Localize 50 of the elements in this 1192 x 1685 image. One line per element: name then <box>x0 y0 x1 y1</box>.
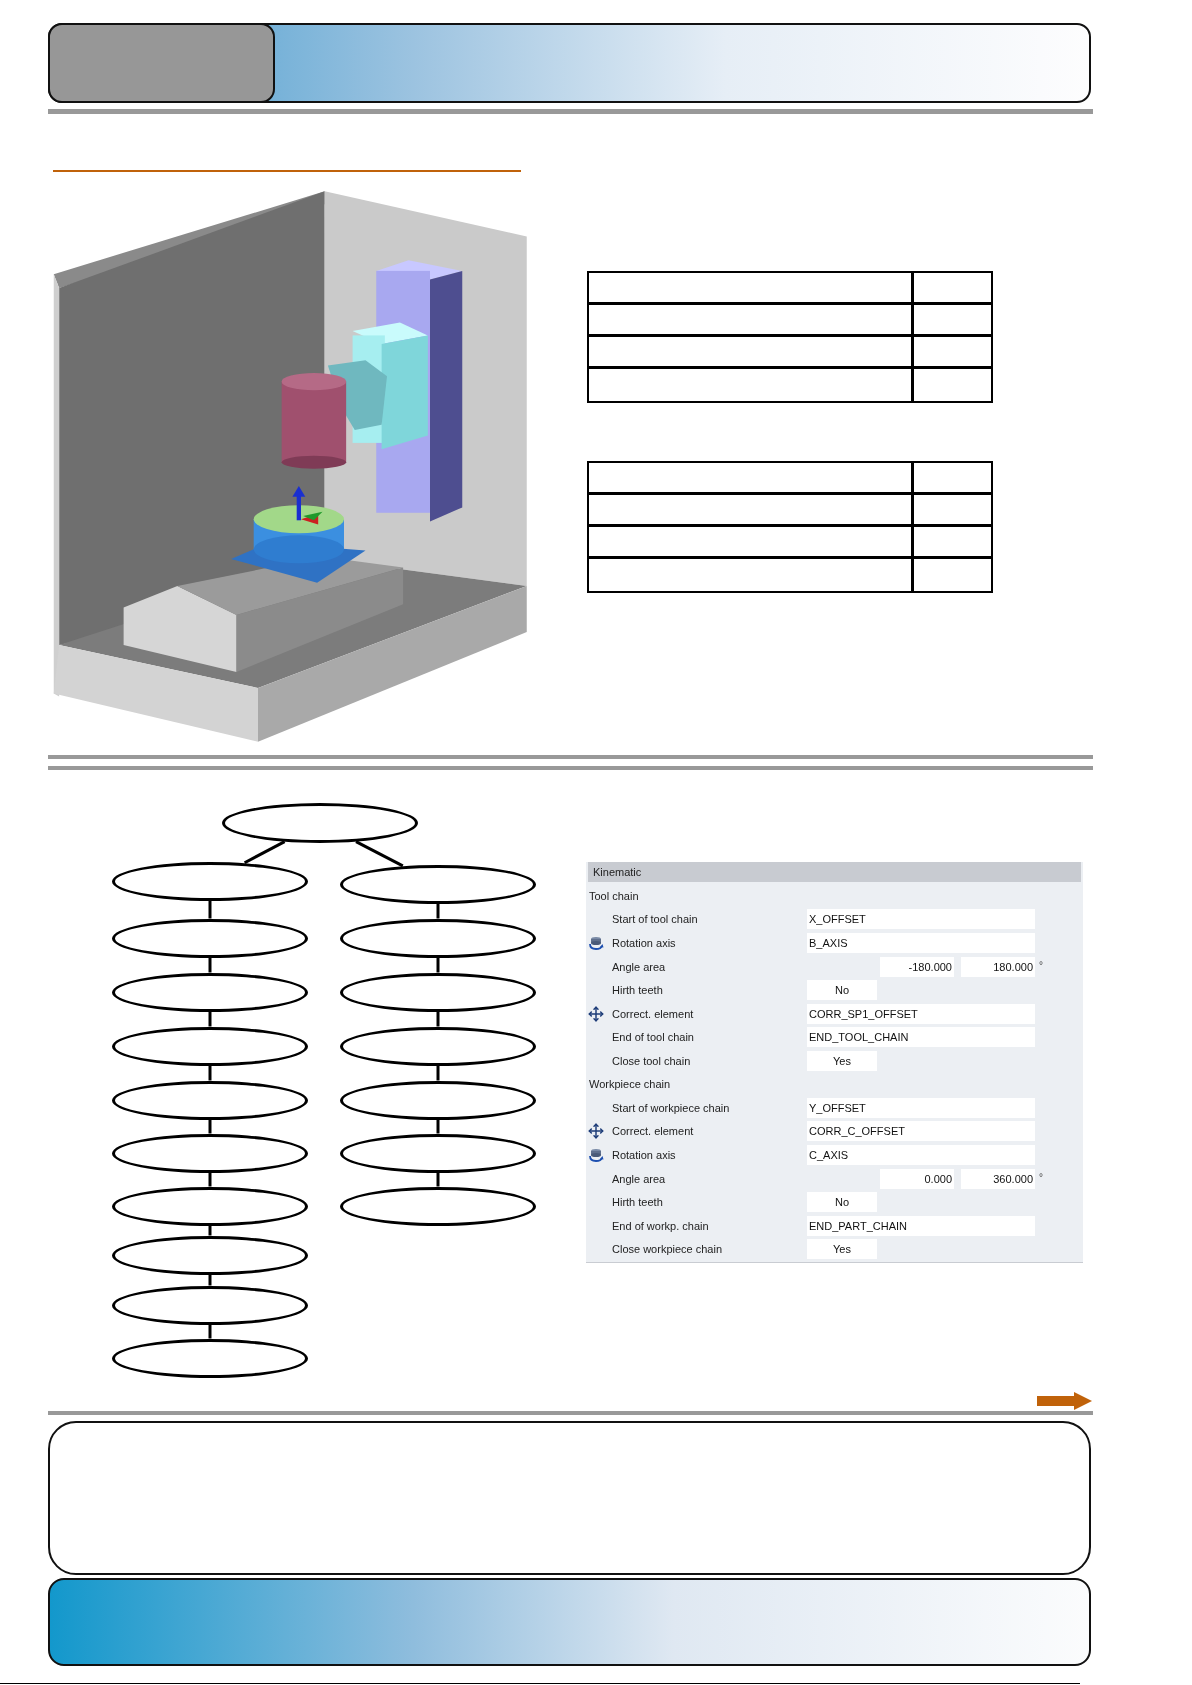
unit-label: ° <box>1039 959 1043 973</box>
connector-line <box>208 900 212 919</box>
field-label: Start of workpiece chain <box>612 1101 730 1115</box>
connector-line <box>208 1274 212 1286</box>
field-label: Correct. element <box>612 1124 694 1138</box>
field-label: Start of tool chain <box>612 912 698 926</box>
value-field: Y_OFFSET <box>807 1098 1035 1118</box>
connector-line <box>436 957 440 973</box>
field-label: Angle area <box>612 1172 666 1186</box>
value-field: C_AXIS <box>807 1145 1035 1165</box>
value-field: No <box>807 1192 877 1212</box>
connector-line <box>436 1065 440 1081</box>
field-label: End of workp. chain <box>612 1219 709 1233</box>
value-field: 0.000 <box>880 1169 954 1189</box>
value-field: B_AXIS <box>807 933 1035 953</box>
field-label: Hirth teeth <box>612 1195 663 1209</box>
value-field: END_TOOL_CHAIN <box>807 1027 1035 1047</box>
value-field: CORR_C_OFFSET <box>807 1121 1035 1141</box>
panel-header: Kinematic <box>588 862 1081 882</box>
value-field: END_PART_CHAIN <box>807 1216 1035 1236</box>
connector-line <box>208 1225 212 1236</box>
field-label: Correct. element <box>612 1007 694 1021</box>
field-label: End of tool chain <box>612 1030 694 1044</box>
value-field: X_OFFSET <box>807 909 1035 929</box>
connector-line <box>208 1065 212 1081</box>
field-label: Rotation axis <box>612 1148 676 1162</box>
connector-line <box>436 1119 440 1134</box>
field-label: Rotation axis <box>612 936 676 950</box>
connector-line <box>208 1324 212 1339</box>
connector-line <box>208 957 212 973</box>
connector-line <box>436 903 440 919</box>
section-heading: Workpiece chain <box>589 1077 671 1091</box>
value-field: Yes <box>807 1239 877 1259</box>
value-field: Yes <box>807 1051 877 1071</box>
value-field: No <box>807 980 877 1000</box>
field-label: Hirth teeth <box>612 983 663 997</box>
value-field: 180.000 <box>961 957 1035 977</box>
field-label: Close workpiece chain <box>612 1242 723 1256</box>
connector-line <box>208 1011 212 1027</box>
field-label: Angle area <box>612 960 666 974</box>
field-label: Close tool chain <box>612 1054 691 1068</box>
unit-label: ° <box>1039 1171 1043 1185</box>
section-heading: Tool chain <box>589 889 639 903</box>
value-field: -180.000 <box>880 957 954 977</box>
connector-line <box>436 1172 440 1187</box>
value-field: 360.000 <box>961 1169 1035 1189</box>
connector-line <box>208 1119 212 1134</box>
connector-line <box>208 1172 212 1187</box>
value-field: CORR_SP1_OFFSET <box>807 1004 1035 1024</box>
connector-line <box>436 1011 440 1027</box>
